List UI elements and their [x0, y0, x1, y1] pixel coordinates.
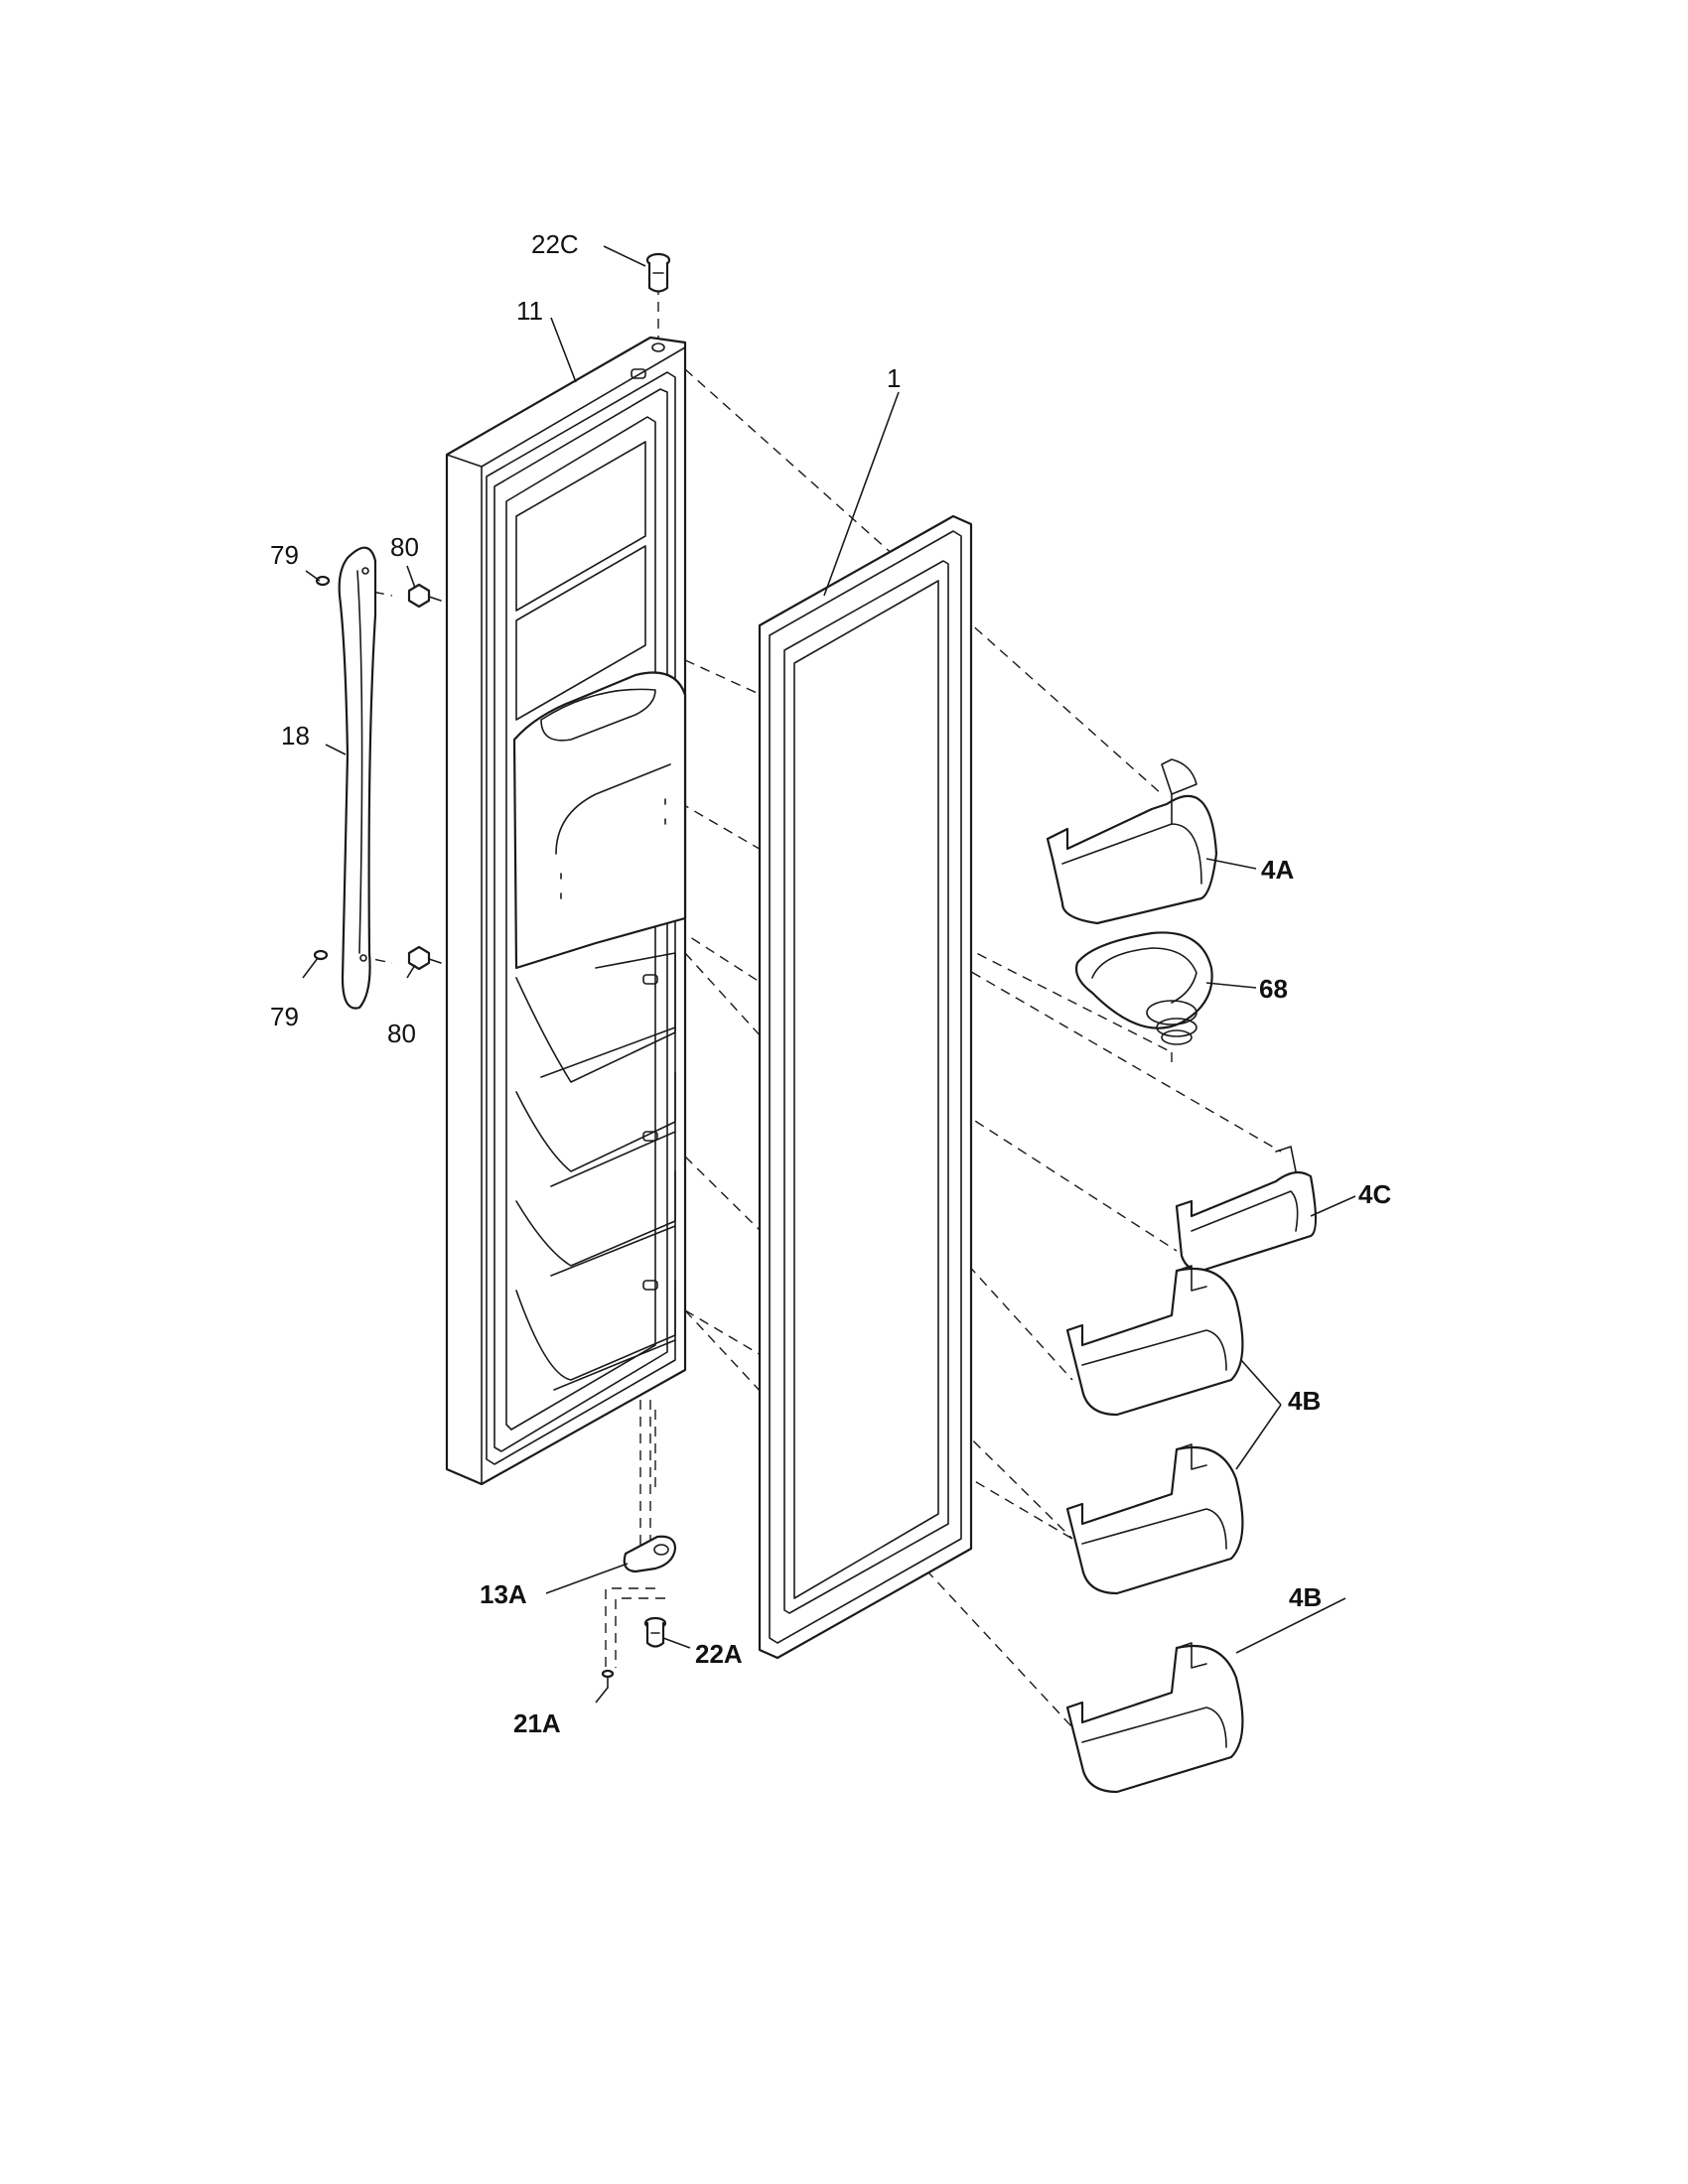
bin-4b-bottom — [1065, 1642, 1244, 1794]
bin-4b-top — [1065, 1265, 1244, 1417]
label-11: 11 — [516, 296, 543, 326]
label-79-bottom: 79 — [270, 1002, 299, 1031]
label-18: 18 — [281, 721, 310, 751]
label-22c: 22C — [531, 229, 579, 259]
label-1: 1 — [887, 363, 901, 393]
label-79-top: 79 — [270, 540, 299, 570]
label-21a: 21A — [513, 1708, 561, 1738]
label-4b-upper: 4B — [1288, 1386, 1321, 1416]
hinge-pin-22a — [643, 1616, 667, 1648]
label-13a: 13A — [480, 1579, 527, 1609]
bin-4c — [1175, 1146, 1318, 1273]
screws-79 — [313, 575, 331, 961]
hinge-plate-13a — [623, 1535, 677, 1573]
callout-labels: 22C 11 1 79 80 18 79 80 4A 68 4C 4B 4B 1… — [270, 229, 1391, 1738]
door-gasket — [758, 514, 973, 1660]
funnel-68 — [1074, 931, 1213, 1045]
label-80-bottom: 80 — [387, 1019, 416, 1048]
hinge-pin-22c — [645, 252, 671, 293]
leader-lines — [302, 245, 1356, 1704]
handle — [338, 546, 377, 1010]
door-assembly — [445, 336, 687, 1486]
bin-4b-middle — [1065, 1443, 1244, 1595]
label-80-top: 80 — [390, 532, 419, 562]
label-4c: 4C — [1358, 1179, 1391, 1209]
label-68: 68 — [1259, 974, 1288, 1004]
label-4a: 4A — [1261, 855, 1294, 885]
label-4b-lower: 4B — [1289, 1582, 1322, 1612]
label-22a: 22A — [695, 1639, 743, 1669]
studs-80 — [407, 583, 442, 971]
screw-21a — [601, 1669, 615, 1689]
bin-4a — [1046, 758, 1218, 925]
